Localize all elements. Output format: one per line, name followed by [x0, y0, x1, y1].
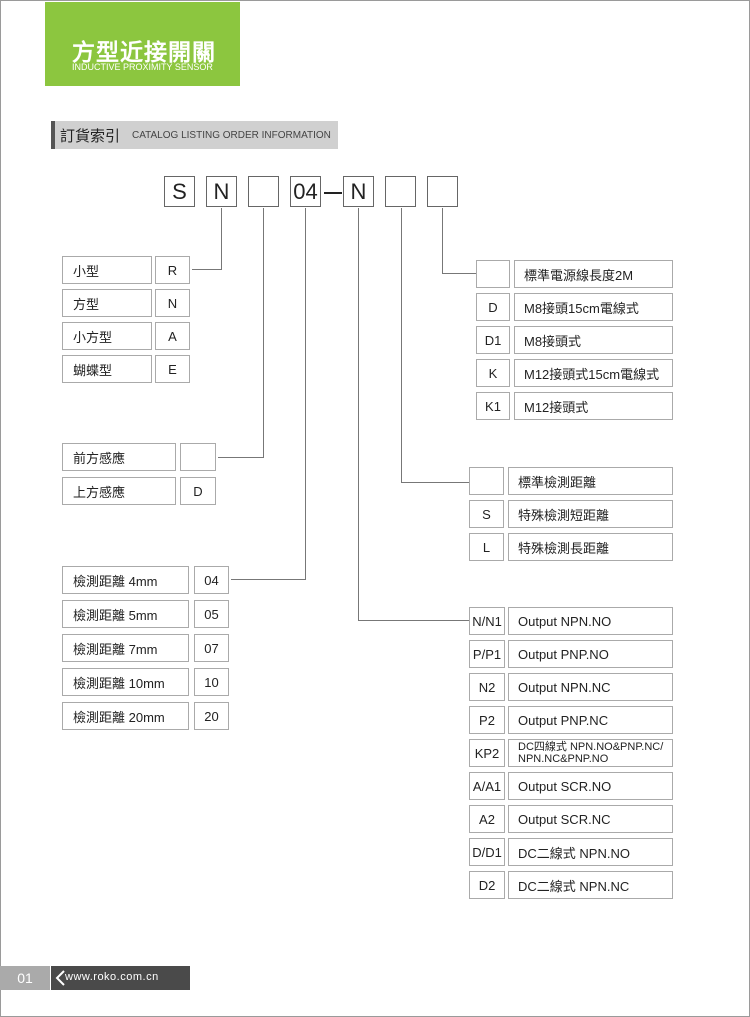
- sensing-distance-label: 檢測距離 10mm: [62, 668, 189, 696]
- shape-type-label: 方型: [62, 289, 152, 317]
- sensing-distance-code: 05: [194, 600, 229, 628]
- distance-type-code: L: [469, 533, 504, 561]
- distance-type-code: S: [469, 500, 504, 528]
- sensing-face-code: [180, 443, 216, 471]
- section-header: 訂貨索引 CATALOG LISTING ORDER INFORMATION: [51, 121, 338, 149]
- output-desc: DC二線式 NPN.NC: [508, 871, 673, 899]
- connector-line: [221, 208, 222, 270]
- section-subtitle: CATALOG LISTING ORDER INFORMATION: [132, 130, 331, 141]
- shape-type-label: 小方型: [62, 322, 152, 350]
- connector-line: [305, 208, 306, 580]
- sensing-distance-label: 檢測距離 5mm: [62, 600, 189, 628]
- output-desc: Output PNP.NO: [508, 640, 673, 668]
- shape-type-code: R: [155, 256, 190, 284]
- header-banner: 方型近接開關 INDUCTIVE PROXIMITY SENSOR: [45, 2, 240, 86]
- distance-type-desc: 特殊檢測長距離: [508, 533, 673, 561]
- distance-type-code: [469, 467, 504, 495]
- page-subtitle: INDUCTIVE PROXIMITY SENSOR: [72, 62, 213, 72]
- sensing-distance-label: 檢測距離 7mm: [62, 634, 189, 662]
- model-code-box: 04: [290, 176, 321, 207]
- output-desc: DC四線式 NPN.NO&PNP.NC/ NPN.NC&PNP.NO: [508, 739, 673, 767]
- connector-line: [401, 208, 402, 483]
- shape-type-code: E: [155, 355, 190, 383]
- section-title: 訂貨索引: [60, 127, 121, 145]
- output-code: A2: [469, 805, 505, 833]
- output-desc: Output SCR.NC: [508, 805, 673, 833]
- model-code-dash: [324, 192, 342, 194]
- model-code-box: N: [343, 176, 374, 207]
- page-title: 方型近接開關: [72, 40, 216, 66]
- sensing-distance-code: 10: [194, 668, 229, 696]
- connection-desc: M12接頭式: [514, 392, 673, 420]
- connection-code: K1: [476, 392, 510, 420]
- connector-line: [218, 457, 264, 458]
- website-url: www.roko.com.cn: [65, 971, 159, 983]
- output-code: N/N1: [469, 607, 505, 635]
- output-desc: Output NPN.NO: [508, 607, 673, 635]
- output-code: P/P1: [469, 640, 505, 668]
- chevron-left-icon: [55, 970, 65, 986]
- distance-type-desc: 標準檢測距離: [508, 467, 673, 495]
- connector-line: [442, 273, 476, 274]
- connection-desc: M8接頭式: [514, 326, 673, 354]
- sensing-distance-code: 07: [194, 634, 229, 662]
- shape-type-code: N: [155, 289, 190, 317]
- output-code: KP2: [469, 739, 505, 767]
- connector-line: [263, 208, 264, 458]
- output-code: P2: [469, 706, 505, 734]
- model-code-box: [385, 176, 416, 207]
- sensing-face-label: 上方感應: [62, 477, 176, 505]
- model-code-box: N: [206, 176, 237, 207]
- connector-line: [358, 620, 469, 621]
- output-desc: Output NPN.NC: [508, 673, 673, 701]
- connection-code: D: [476, 293, 510, 321]
- connector-line: [192, 269, 222, 270]
- connection-desc: M8接頭15cm電線式: [514, 293, 673, 321]
- output-desc: DC二線式 NPN.NO: [508, 838, 673, 866]
- connection-code: K: [476, 359, 510, 387]
- shape-type-label: 小型: [62, 256, 152, 284]
- connector-line: [442, 208, 443, 274]
- connector-line: [231, 579, 306, 580]
- sensing-distance-label: 檢測距離 4mm: [62, 566, 189, 594]
- shape-type-label: 蝴蝶型: [62, 355, 152, 383]
- model-code-box: [248, 176, 279, 207]
- output-code: D/D1: [469, 838, 505, 866]
- sensing-distance-code: 04: [194, 566, 229, 594]
- page-number: 01: [0, 966, 50, 990]
- sensing-distance-label: 檢測距離 20mm: [62, 702, 189, 730]
- shape-type-code: A: [155, 322, 190, 350]
- footer-url-bar: www.roko.com.cn: [51, 966, 190, 990]
- model-code-box: S: [164, 176, 195, 207]
- distance-type-desc: 特殊檢測短距離: [508, 500, 673, 528]
- connection-desc: M12接頭式15cm電線式: [514, 359, 673, 387]
- sensing-face-code: D: [180, 477, 216, 505]
- sensing-face-label: 前方感應: [62, 443, 176, 471]
- output-desc: Output PNP.NC: [508, 706, 673, 734]
- connection-code: D1: [476, 326, 510, 354]
- output-code: D2: [469, 871, 505, 899]
- connector-line: [401, 482, 469, 483]
- connection-desc: 標準電源線長度2M: [514, 260, 673, 288]
- section-accent: [51, 121, 55, 149]
- connection-code: [476, 260, 510, 288]
- model-code-box: [427, 176, 458, 207]
- output-code: N2: [469, 673, 505, 701]
- connector-line: [358, 208, 359, 621]
- sensing-distance-code: 20: [194, 702, 229, 730]
- output-desc: Output SCR.NO: [508, 772, 673, 800]
- output-code: A/A1: [469, 772, 505, 800]
